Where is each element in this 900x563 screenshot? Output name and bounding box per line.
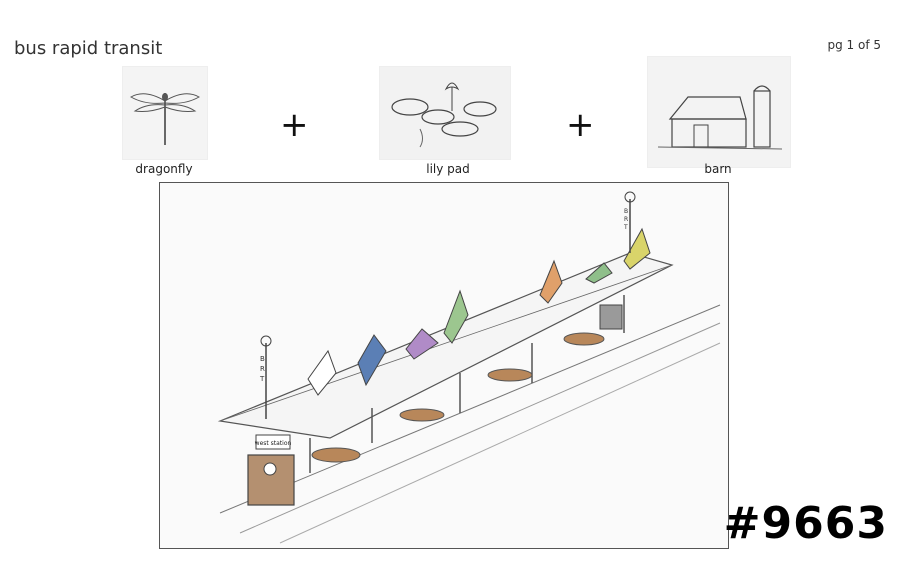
page-indicator: pg 1 of 5 [827,38,881,52]
station-sign-text: west station [255,440,292,447]
lily-pad-table-1 [311,447,361,463]
lily-pad-table-2 [399,408,445,422]
wing-panel-6 [585,262,613,284]
lily-pad-thumbnail [379,66,511,160]
barn-label: barn [704,162,732,176]
wing-panel-7 [623,227,651,270]
dragonfly-thumbnail [122,66,208,160]
brt-pole-right-letter-b: B [624,208,628,215]
brt-pole-left-letter-b: B [260,355,265,363]
lily-pad-icon [380,67,510,159]
wing-panel-5 [539,259,563,304]
bus-station-illustration: west station B R T B R T [160,183,728,548]
barn-kiosk [247,454,295,506]
barn-thumbnail [647,56,791,168]
wing-panel-4 [443,289,469,344]
wing-panel-3 [405,328,439,360]
dragonfly-label: dragonfly [135,162,193,176]
lily-pad-table-3 [487,368,533,382]
brt-pole-left-letter-r: R [260,365,265,373]
brt-pole-right-letter-t: T [623,224,628,231]
lily-pad-table-4 [563,332,605,346]
dragonfly-icon [123,67,207,159]
plus-sign-2: + [566,105,595,145]
wing-panel-2 [357,334,387,387]
design-number: #9663 [723,498,888,549]
station-concept-sketch: west station B R T B R T [159,182,729,549]
plus-sign-1: + [280,105,309,145]
lily-pad-label: lily pad [426,162,470,176]
barn-kiosk-right [599,304,623,330]
wing-panel-1 [307,349,337,396]
brt-pole-left-letter-t: T [259,375,265,383]
barn-icon [648,57,790,167]
brt-pole-right-letter-r: R [624,216,628,223]
page-title: bus rapid transit [14,38,163,59]
